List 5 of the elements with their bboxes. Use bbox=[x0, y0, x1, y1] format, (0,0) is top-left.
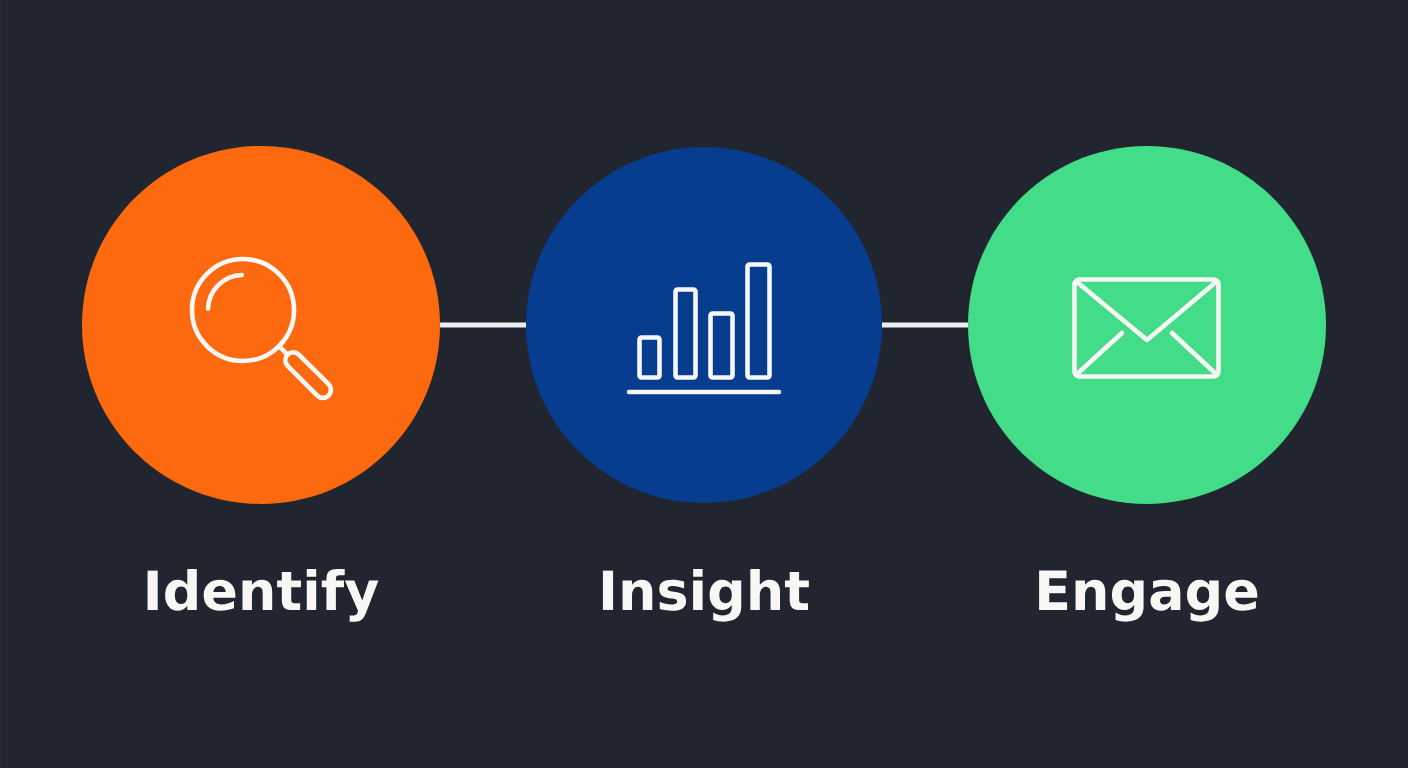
node-label: Identify bbox=[147, 568, 379, 622]
node-label: Engage bbox=[1039, 570, 1258, 622]
connector-line bbox=[440, 322, 526, 328]
node-label: Insight bbox=[602, 568, 809, 622]
connector-line bbox=[882, 322, 968, 328]
